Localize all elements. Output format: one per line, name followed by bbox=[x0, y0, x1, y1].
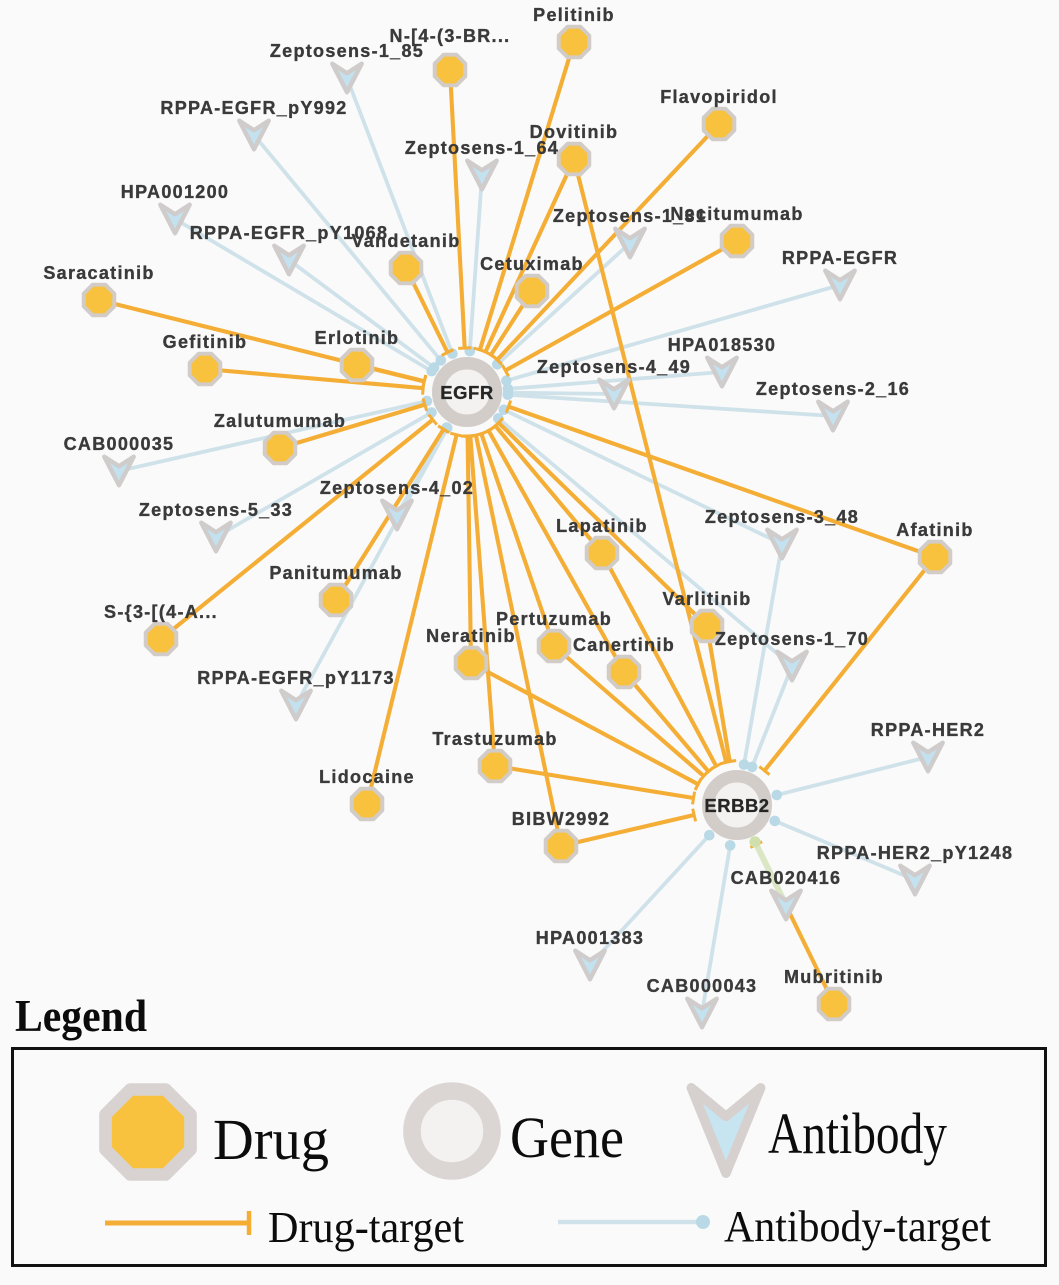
svg-text:Pelitinib: Pelitinib bbox=[533, 5, 615, 25]
svg-text:Zeptosens-3_48: Zeptosens-3_48 bbox=[705, 507, 859, 527]
svg-text:ERBB2: ERBB2 bbox=[704, 795, 769, 816]
svg-text:Mubritinib: Mubritinib bbox=[784, 967, 884, 987]
svg-text:RPPA-HER2: RPPA-HER2 bbox=[871, 720, 985, 740]
svg-text:Varlitinib: Varlitinib bbox=[662, 589, 751, 609]
svg-text:CAB000035: CAB000035 bbox=[64, 434, 175, 454]
svg-text:Antibody: Antibody bbox=[768, 1101, 947, 1166]
svg-text:Gefitinib: Gefitinib bbox=[163, 332, 248, 352]
svg-text:Zeptosens-4_49: Zeptosens-4_49 bbox=[537, 357, 691, 377]
svg-text:Zeptosens-4_02: Zeptosens-4_02 bbox=[320, 478, 474, 498]
svg-text:Trastuzumab: Trastuzumab bbox=[432, 729, 557, 749]
svg-text:Panitumumab: Panitumumab bbox=[269, 563, 402, 583]
svg-text:S-{3-[(4-A...: S-{3-[(4-A... bbox=[104, 602, 218, 622]
svg-text:HPA001383: HPA001383 bbox=[536, 928, 644, 948]
svg-text:RPPA-EGFR: RPPA-EGFR bbox=[782, 248, 898, 268]
svg-text:Zeptosens-5_33: Zeptosens-5_33 bbox=[139, 500, 293, 520]
svg-text:RPPA-HER2_pY1248: RPPA-HER2_pY1248 bbox=[817, 843, 1014, 863]
svg-text:Saracatinib: Saracatinib bbox=[43, 263, 154, 283]
svg-text:Vandetanib: Vandetanib bbox=[351, 231, 460, 251]
svg-text:Antibody-target: Antibody-target bbox=[724, 1202, 991, 1251]
svg-text:EGFR: EGFR bbox=[440, 382, 493, 403]
svg-text:RPPA-EGFR_pY992: RPPA-EGFR_pY992 bbox=[160, 98, 347, 118]
svg-text:BIBW2992: BIBW2992 bbox=[512, 809, 610, 829]
svg-text:Afatinib: Afatinib bbox=[896, 520, 973, 540]
svg-text:Zalutumumab: Zalutumumab bbox=[214, 411, 346, 431]
svg-text:CAB020416: CAB020416 bbox=[731, 868, 842, 888]
svg-text:Zeptosens-2_16: Zeptosens-2_16 bbox=[756, 379, 910, 399]
svg-text:Gene: Gene bbox=[510, 1105, 624, 1170]
svg-text:Necitumumab: Necitumumab bbox=[670, 204, 803, 224]
svg-text:Zeptosens-1_70: Zeptosens-1_70 bbox=[715, 629, 869, 649]
svg-text:Lapatinib: Lapatinib bbox=[556, 516, 648, 536]
svg-text:Flavopiridol: Flavopiridol bbox=[660, 87, 778, 107]
svg-text:Drug-target: Drug-target bbox=[268, 1203, 464, 1252]
svg-text:HPA001200: HPA001200 bbox=[121, 182, 229, 202]
svg-text:Neratinib: Neratinib bbox=[426, 626, 516, 646]
svg-text:Canertinib: Canertinib bbox=[573, 635, 675, 655]
svg-text:N-[4-(3-BR...: N-[4-(3-BR... bbox=[390, 26, 511, 46]
svg-text:HPA018530: HPA018530 bbox=[668, 335, 776, 355]
svg-text:Erlotinib: Erlotinib bbox=[315, 328, 400, 348]
svg-text:CAB000043: CAB000043 bbox=[647, 976, 758, 996]
svg-text:Lidocaine: Lidocaine bbox=[319, 767, 415, 787]
svg-text:RPPA-EGFR_pY1173: RPPA-EGFR_pY1173 bbox=[197, 668, 395, 688]
svg-text:Cetuximab: Cetuximab bbox=[480, 254, 584, 274]
svg-text:Dovitinib: Dovitinib bbox=[530, 122, 619, 142]
svg-text:Drug: Drug bbox=[213, 1107, 329, 1172]
svg-text:Legend: Legend bbox=[15, 990, 147, 1041]
